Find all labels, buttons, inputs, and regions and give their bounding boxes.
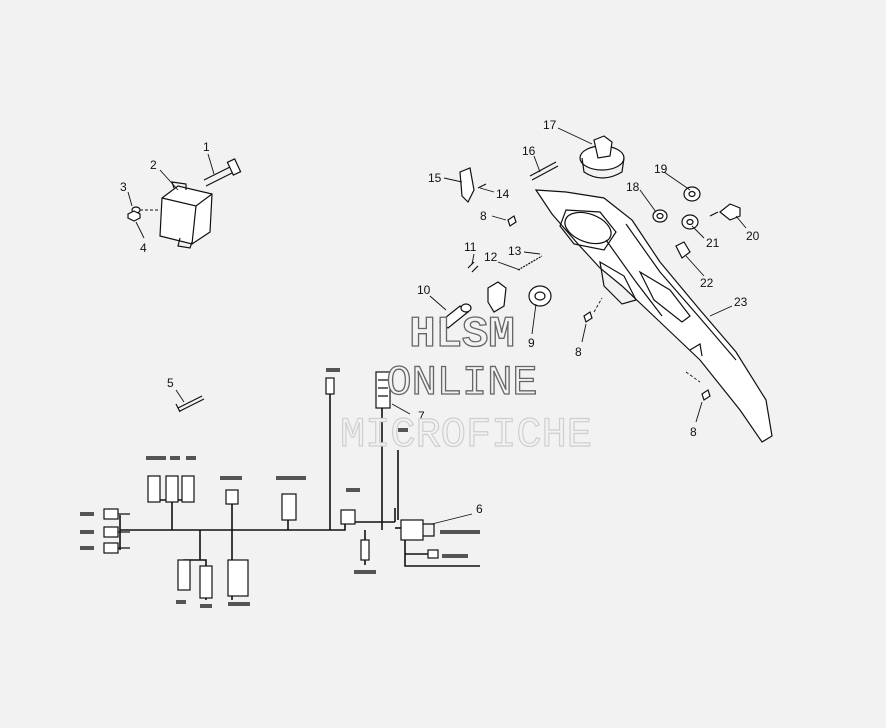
callout-22: 22 <box>700 276 714 290</box>
callout-8-middle: 8 <box>575 345 582 359</box>
watermark-line-3: MICROFICHE <box>340 411 592 459</box>
callout-2: 2 <box>150 158 157 172</box>
callout-9: 9 <box>528 336 535 350</box>
console-housing <box>459 135 773 443</box>
switch-parts <box>439 255 552 329</box>
callout-1: 1 <box>203 140 210 154</box>
watermark-line-1: HLSM <box>409 310 515 360</box>
callout-12: 12 <box>484 250 498 264</box>
callout-16: 16 <box>522 144 536 158</box>
harness-tag-marks <box>80 368 480 608</box>
callout-8-lower: 8 <box>690 425 697 439</box>
callout-21: 21 <box>706 236 720 250</box>
callout-20: 20 <box>746 229 760 243</box>
leader-lines <box>127 127 747 525</box>
callout-4: 4 <box>140 241 147 255</box>
callout-3: 3 <box>120 180 127 194</box>
callout-labels: 1 2 3 4 5 6 7 8 8 8 9 10 11 12 13 14 15 … <box>120 118 760 516</box>
wire-harness <box>103 371 480 600</box>
callout-6: 6 <box>476 502 483 516</box>
callout-14: 14 <box>496 187 510 201</box>
callout-23: 23 <box>734 295 748 309</box>
watermark-line-2: ONLINE <box>386 359 537 407</box>
regulator-assembly <box>127 158 242 249</box>
callout-17: 17 <box>543 118 557 132</box>
watermark: HLSM ONLINE MICROFICHE <box>339 309 592 459</box>
callout-8-upper: 8 <box>480 209 487 223</box>
callout-18: 18 <box>626 180 640 194</box>
callout-10: 10 <box>417 283 431 297</box>
callout-13: 13 <box>508 244 522 258</box>
callout-15: 15 <box>428 171 442 185</box>
callout-7: 7 <box>418 409 425 423</box>
callout-19: 19 <box>654 162 668 176</box>
cable-tie <box>175 395 205 413</box>
callout-5: 5 <box>167 376 174 390</box>
callout-11: 11 <box>464 240 477 254</box>
